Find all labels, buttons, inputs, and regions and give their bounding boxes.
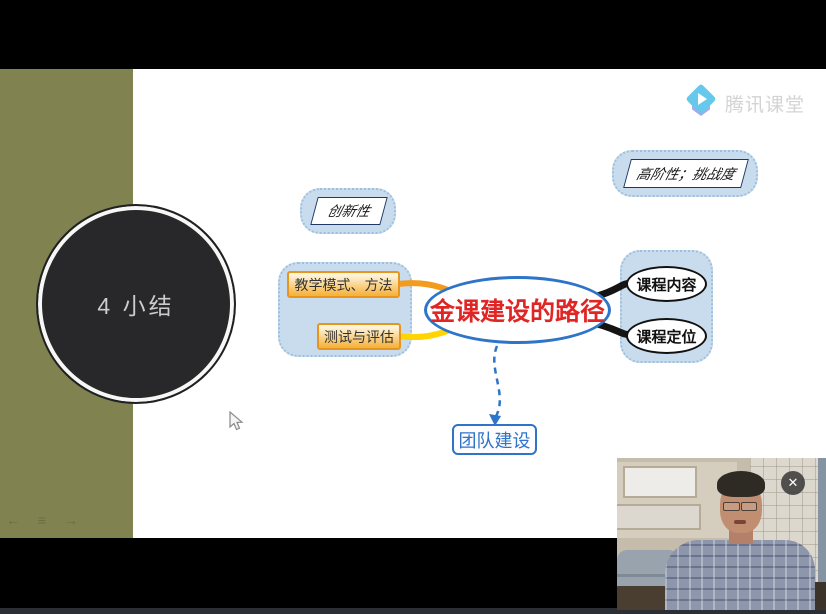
player-bottom-strip bbox=[0, 608, 826, 614]
node-innovation[interactable]: 创新性 bbox=[310, 197, 388, 225]
node-course-content[interactable]: 课程内容 bbox=[626, 266, 707, 302]
mouse-cursor-icon bbox=[229, 411, 244, 431]
webcam-close-button[interactable]: ✕ bbox=[781, 471, 805, 495]
tencent-classroom-logo-icon bbox=[685, 83, 718, 120]
teacher-webcam-overlay[interactable]: ✕ bbox=[617, 458, 826, 610]
node-challenge-label: 高阶性；挑战度 bbox=[634, 165, 738, 182]
section-title: 4 小结 bbox=[97, 293, 175, 319]
teacher-shirt bbox=[665, 540, 815, 610]
node-team-building[interactable]: 团队建设 bbox=[452, 424, 537, 455]
next-slide-button[interactable]: → bbox=[64, 512, 78, 528]
node-course-positioning[interactable]: 课程定位 bbox=[626, 318, 707, 354]
branch-dashed-team bbox=[493, 345, 501, 419]
slide-nav-bar: ← ≡ → bbox=[4, 513, 80, 528]
central-topic-label: 金课建设的路径 bbox=[429, 298, 605, 326]
node-central-topic[interactable]: 金课建设的路径 bbox=[424, 276, 611, 344]
node-challenge[interactable]: 高阶性；挑战度 bbox=[623, 159, 749, 188]
teacher-hair bbox=[717, 471, 765, 497]
node-testing-evaluation[interactable]: 测试与评估 bbox=[317, 323, 401, 350]
prev-slide-button[interactable]: ← bbox=[6, 512, 20, 528]
play-icon bbox=[698, 93, 707, 105]
node-teaching-methods[interactable]: 教学模式、方法 bbox=[287, 271, 400, 298]
glasses-icon bbox=[723, 502, 740, 511]
watermark-brand-text: 腾讯课堂 bbox=[725, 94, 806, 116]
platform-watermark: 腾讯课堂 bbox=[685, 83, 806, 120]
slide-menu-button[interactable]: ≡ bbox=[37, 512, 47, 528]
node-innovation-label: 创新性 bbox=[325, 203, 373, 219]
section-number-circle: 4 小结 bbox=[36, 204, 236, 404]
slide-content: ← ≡ → 4 小结 腾讯课堂 bbox=[0, 69, 826, 538]
